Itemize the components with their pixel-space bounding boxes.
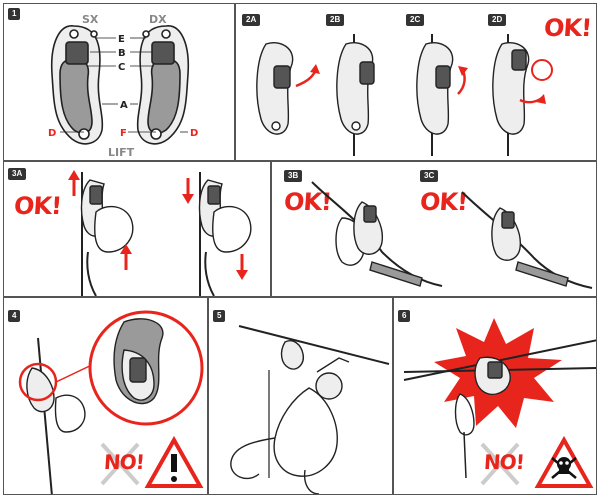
panel-3a-drawings xyxy=(68,170,252,296)
label-d-left: D xyxy=(48,128,56,139)
panel-3b-3c: 3B 3C OK! OK! xyxy=(271,161,597,297)
panel-2-drawings xyxy=(256,34,553,156)
step-3b-hand-ascender xyxy=(182,172,252,296)
step-3a-hand-ascender xyxy=(68,170,134,296)
no-cross-mark-6 xyxy=(480,442,520,486)
panel-2: 2A 2B 2C 2D OK! xyxy=(235,3,597,161)
step-2c-ascender xyxy=(416,34,468,156)
step-3c-ascender xyxy=(461,191,593,289)
panel-number-6: 6 xyxy=(398,310,411,322)
label-sx: SX xyxy=(82,13,99,26)
panel-5-drawings xyxy=(230,325,390,494)
panel-number-2d: 2D xyxy=(488,14,507,26)
panel-number-3b: 3B xyxy=(284,170,303,182)
label-a: A xyxy=(120,100,128,111)
panel-6: 6 NO! xyxy=(393,297,597,495)
label-e: E xyxy=(118,34,125,45)
panel-number-2c: 2C xyxy=(406,14,425,26)
ok-stamp-2d: OK! xyxy=(543,14,592,42)
no-cross-mark xyxy=(100,442,140,486)
step-3b-carabiner xyxy=(311,181,443,287)
step-4-misuse xyxy=(18,310,204,494)
ascender-parts-diagram: SX DX E B C A D F D LIFT xyxy=(48,13,198,159)
label-lift: LIFT xyxy=(108,146,135,159)
left-ascender xyxy=(50,25,104,145)
label-c: C xyxy=(118,62,125,73)
step-2a-ascender xyxy=(256,42,320,135)
panel-number-4: 4 xyxy=(8,310,21,322)
panel-number-3a: 3A xyxy=(8,168,27,180)
panel-4: 4 NO! xyxy=(3,297,208,495)
label-b: B xyxy=(118,48,126,59)
panel-number-3c: 3C xyxy=(420,170,439,182)
step-2b-ascender xyxy=(336,34,375,156)
panel-number-2a: 2A xyxy=(242,14,261,26)
skull-hazard-icon xyxy=(534,435,594,488)
step-2d-ascender xyxy=(492,34,553,156)
panel-4-drawings xyxy=(18,310,204,494)
warning-icon xyxy=(144,435,204,488)
no-stamp-6: NO! xyxy=(483,450,525,474)
panel-5: 5 xyxy=(208,297,393,495)
step-5-tyrolean-user xyxy=(230,325,390,494)
label-dx: DX xyxy=(149,13,167,26)
panel-number: 1 xyxy=(8,8,21,20)
panel-3b-3c-drawings xyxy=(311,181,593,289)
panel-number-2b: 2B xyxy=(326,14,345,26)
panel-3a: 3A OK! xyxy=(3,161,271,297)
label-d-right: D xyxy=(190,128,198,139)
panel-1: 1 SX DX E xyxy=(3,3,235,161)
label-f: F xyxy=(120,128,127,139)
step-6-misuse xyxy=(403,339,596,479)
right-ascender xyxy=(136,25,190,145)
no-stamp-4: NO! xyxy=(103,450,145,474)
panel-number-5: 5 xyxy=(213,310,226,322)
panel-6-drawings xyxy=(403,318,596,488)
